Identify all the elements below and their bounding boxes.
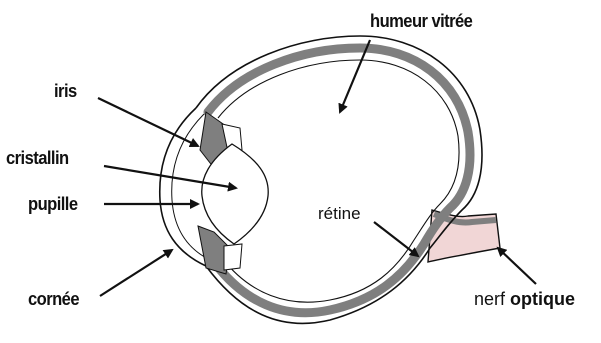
label-retine: rétine [318,205,361,222]
arrow-retine [374,222,418,256]
arrow-cornee [100,250,172,296]
label-nerf-optique-part1: nerf [474,289,510,309]
label-humeur-vitree: humeur vitrée [370,12,472,30]
label-cristallin: cristallin [6,149,69,167]
label-cornee: cornée [28,290,79,308]
label-nerf-optique: nerf optique [474,290,575,308]
label-pupille: pupille [28,195,78,213]
arrow-nerf [498,248,536,284]
ciliary-lower [224,244,242,270]
label-nerf-optique-part2: optique [510,289,575,309]
label-iris: iris [54,82,77,100]
